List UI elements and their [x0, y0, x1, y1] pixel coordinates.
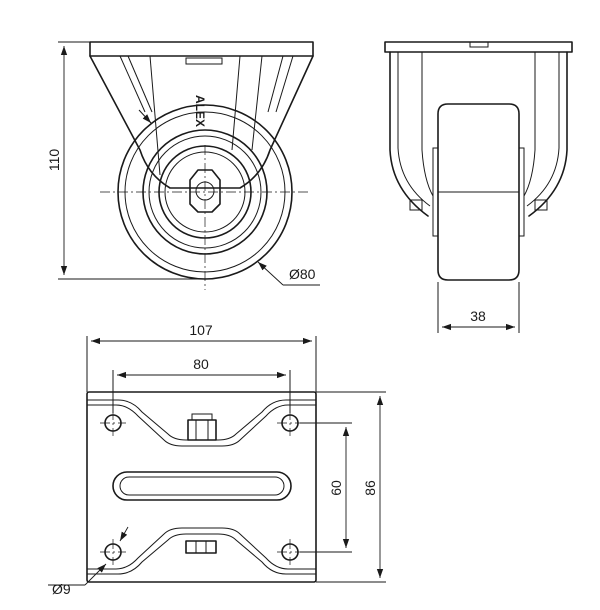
- wheel-diameter-dimension: Ø80: [257, 261, 320, 286]
- height-dimension: 110: [46, 41, 205, 280]
- top-view: 107 80 60 86 Ø9: [48, 322, 386, 597]
- hole-spacing-width-dimension: 60: [300, 422, 352, 553]
- mounting-holes: [100, 410, 303, 565]
- hole-spacing-length-dimension: 80: [112, 356, 291, 413]
- wheel-diameter-label: Ø80: [289, 266, 316, 282]
- fork-side: [89, 41, 314, 189]
- hole-spacing-length-label: 80: [193, 356, 209, 372]
- hole-diameter-label: Ø9: [52, 581, 71, 597]
- side-view: ALEX 110 Ø80: [46, 41, 320, 290]
- hole-diameter-dimension: Ø9: [48, 526, 129, 597]
- plate-length-label: 107: [189, 322, 213, 338]
- height-label: 110: [46, 149, 62, 172]
- wheel-width-dimension: 38: [437, 282, 520, 333]
- front-view: 38: [384, 41, 573, 333]
- plate-width-dimension: 86: [316, 391, 386, 583]
- brand-label: ALEX: [193, 95, 207, 127]
- axle-nut: [189, 169, 221, 213]
- plate-width-label: 86: [362, 480, 378, 496]
- wheel-front: [432, 103, 525, 281]
- wheel-width-label: 38: [470, 308, 486, 324]
- hole-spacing-width-label: 60: [328, 480, 344, 496]
- plate-length-dimension: 107: [86, 322, 317, 392]
